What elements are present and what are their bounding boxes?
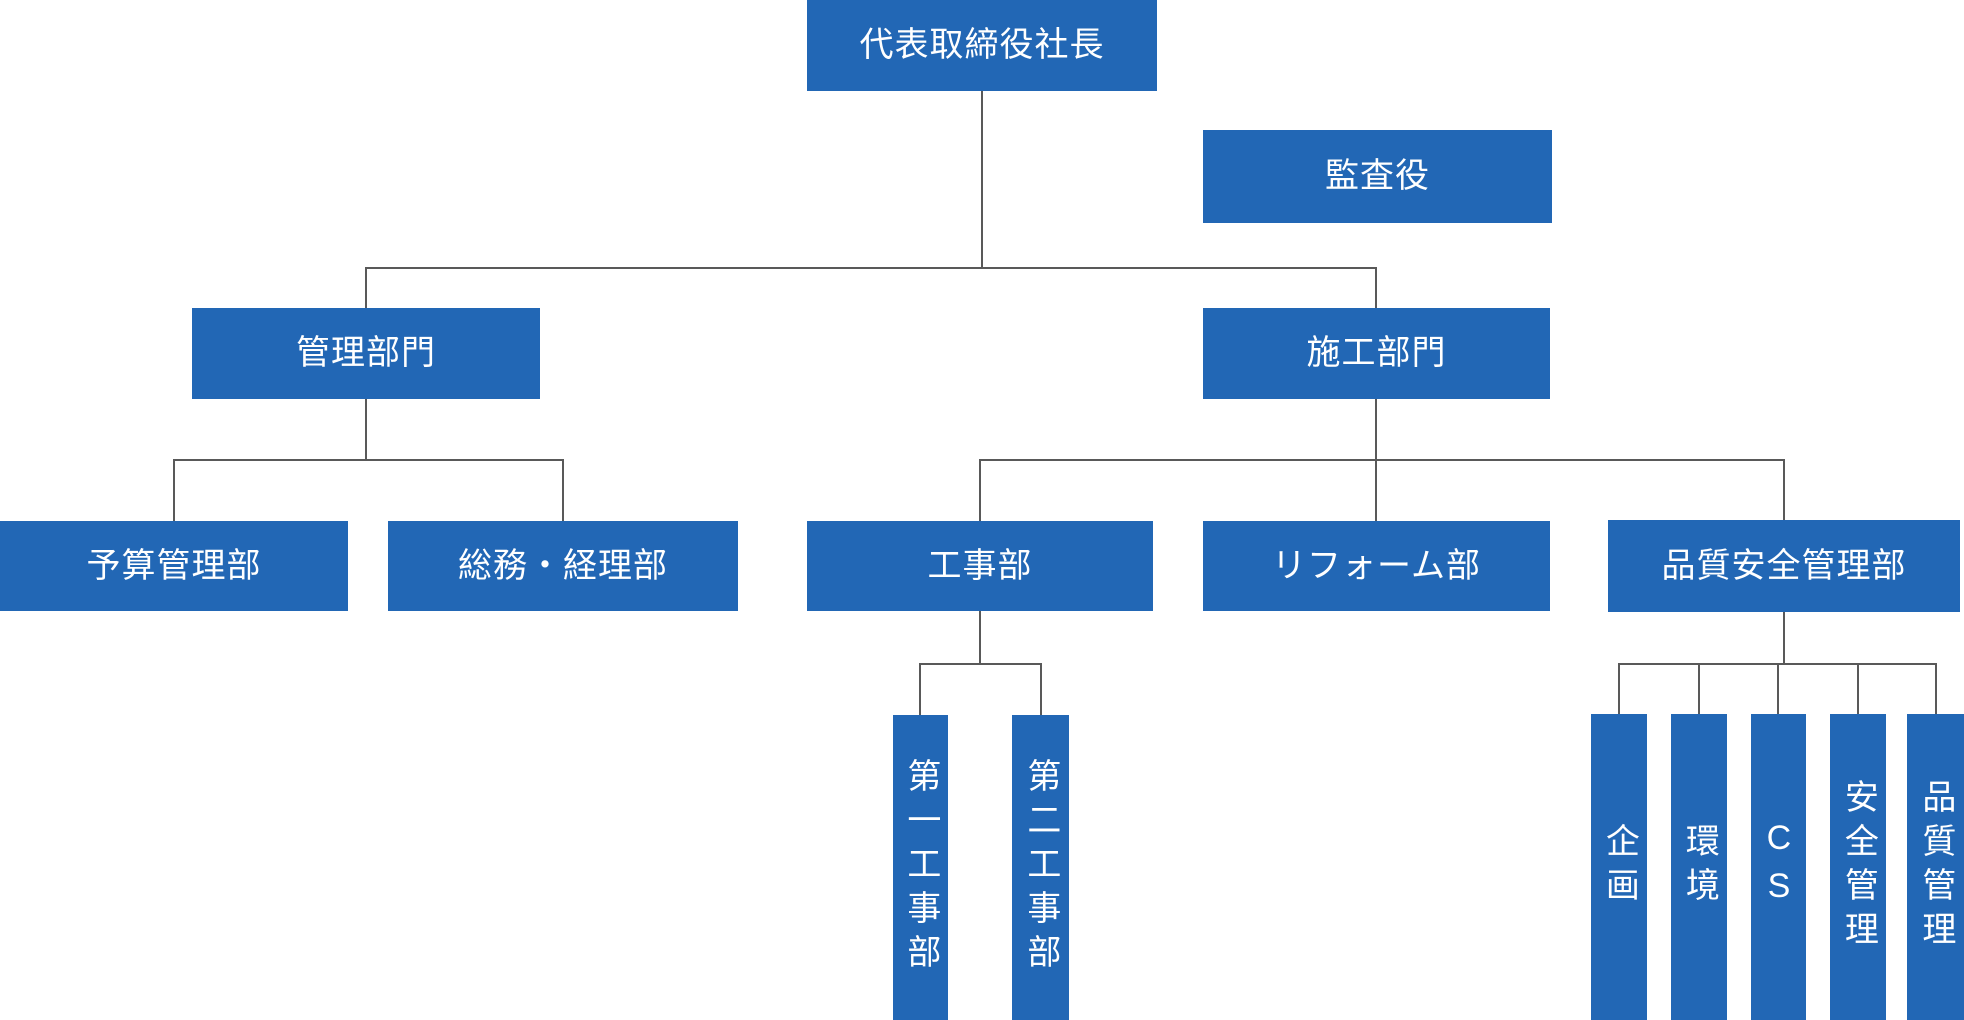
org-node-auditor: 監査役 (1203, 130, 1552, 223)
org-node-safety-management: 安全管理 (1830, 714, 1886, 1020)
connector-line (1375, 459, 1377, 521)
org-node-label: 第一工事部 (901, 757, 940, 978)
org-node-label: 第二工事部 (1021, 757, 1060, 978)
org-node-label: 監査役 (1325, 157, 1430, 196)
org-node-label: 予算管理部 (86, 546, 262, 585)
org-node-admin-division: 管理部門 (192, 308, 540, 399)
org-node-label: 代表取締役社長 (859, 26, 1105, 65)
org-node-budget-dept: 予算管理部 (0, 521, 348, 611)
org-node-label: 総務・経理部 (458, 546, 668, 585)
org-node-environment: 環境 (1671, 714, 1727, 1020)
connector-line (1857, 663, 1859, 714)
org-node-works-dept-1: 第一工事部 (893, 715, 948, 1020)
connector-line (1375, 267, 1377, 309)
connector-line (365, 399, 367, 460)
connector-line (919, 663, 1042, 665)
connector-line (1935, 663, 1937, 714)
org-node-planning: 企画 (1591, 714, 1647, 1020)
connector-line (1040, 663, 1042, 715)
org-node-cs: CS (1751, 714, 1806, 1020)
org-node-construction-division: 施工部門 (1203, 308, 1550, 399)
connector-line (173, 459, 564, 461)
connector-line (1618, 663, 1620, 714)
connector-line (1777, 663, 1779, 714)
connector-line (562, 459, 564, 521)
org-node-works-dept: 工事部 (807, 521, 1153, 611)
connector-line (1698, 663, 1700, 714)
connector-line (979, 459, 1785, 461)
connector-line (919, 663, 921, 715)
connector-line (1375, 399, 1377, 460)
org-node-label: リフォーム部 (1272, 546, 1481, 585)
org-node-label: CS (1759, 819, 1798, 915)
org-node-label: 安全管理 (1839, 779, 1878, 955)
org-node-president: 代表取締役社長 (807, 0, 1157, 91)
org-node-quality-safety-dept: 品質安全管理部 (1608, 520, 1960, 612)
connector-line (365, 267, 367, 309)
org-node-general-affairs-dept: 総務・経理部 (388, 521, 738, 611)
org-node-label: 管理部門 (296, 334, 436, 373)
org-node-reform-dept: リフォーム部 (1203, 521, 1550, 611)
org-node-label: 品質管理 (1916, 779, 1955, 955)
org-node-works-dept-2: 第二工事部 (1012, 715, 1069, 1020)
org-node-label: 環境 (1680, 823, 1719, 911)
org-node-quality-management: 品質管理 (1907, 714, 1964, 1020)
connector-line (981, 91, 983, 268)
org-node-label: 工事部 (927, 546, 1033, 585)
connector-line (979, 459, 981, 521)
connector-line (1783, 459, 1785, 520)
org-node-label: 企画 (1600, 823, 1639, 911)
connector-line (365, 267, 1377, 269)
connector-line (173, 459, 175, 521)
org-node-label: 施工部門 (1306, 334, 1447, 373)
connector-line (979, 611, 981, 664)
org-node-label: 品質安全管理部 (1661, 546, 1907, 585)
connector-line (1783, 612, 1785, 664)
